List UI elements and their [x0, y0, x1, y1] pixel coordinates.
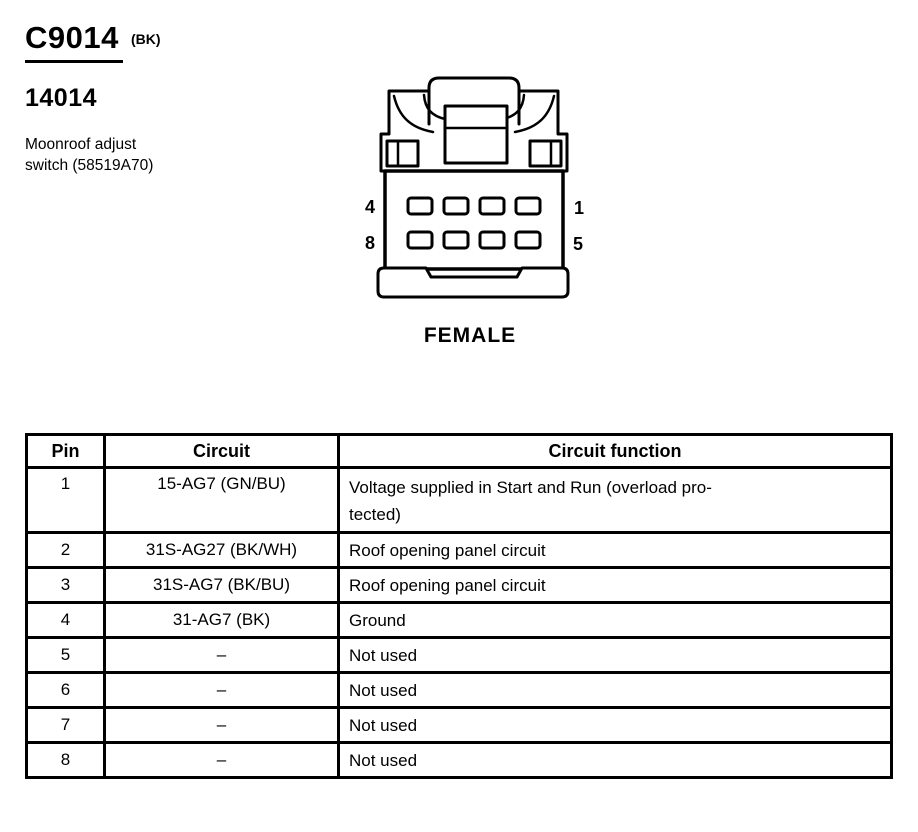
function-cell: Not used — [337, 706, 893, 744]
table-row: 3 31S-AG7 (BK/BU) Roof opening panel cir… — [25, 566, 893, 604]
table-row: 4 31-AG7 (BK) Ground — [25, 601, 893, 639]
connector-wing-line — [422, 93, 447, 121]
pin-slots — [406, 196, 542, 250]
pin-label-8: 8 — [365, 233, 375, 253]
table-row: 7 – Not used — [25, 706, 893, 744]
function-cell: Roof opening panel circuit — [337, 566, 893, 604]
pin-cell: 1 — [25, 466, 106, 534]
pin-cell: 2 — [25, 531, 106, 569]
header-circuit-function: Circuit function — [337, 433, 893, 469]
connector-gender-label: FEMALE — [423, 324, 517, 347]
circuit-cell: – — [103, 706, 340, 744]
pin-label-4: 4 — [365, 197, 375, 217]
connector-diagram: 4 1 8 5 — [365, 76, 584, 299]
header-pin: Pin — [25, 433, 106, 469]
circuit-cell: 15-AG7 (GN/BU) — [103, 466, 340, 534]
connector-side-window — [528, 139, 563, 168]
table-row: 6 – Not used — [25, 671, 893, 709]
function-cell: Not used — [337, 636, 893, 674]
connector-description: Moonroof adjust switch (58519A70) — [25, 136, 154, 174]
function-cell: Ground — [337, 601, 893, 639]
pin-table: Pin Circuit Circuit function 1 15-AG7 (G… — [25, 433, 893, 779]
table-row: 1 15-AG7 (GN/BU) Voltage supplied in Sta… — [25, 466, 893, 534]
circuit-cell: 31S-AG7 (BK/BU) — [103, 566, 340, 604]
pin-cell: 3 — [25, 566, 106, 604]
connector-id-title: C9014 — [25, 20, 123, 63]
table-header-row: Pin Circuit Circuit function — [25, 433, 893, 469]
header-circuit: Circuit — [103, 433, 340, 469]
circuit-cell: – — [103, 741, 340, 779]
connector-wing-line — [513, 94, 556, 134]
pin-cell: 8 — [25, 741, 106, 779]
table-row: 2 31S-AG27 (BK/WH) Roof opening panel ci… — [25, 531, 893, 569]
connector-latch-window — [443, 104, 509, 165]
pin-label-5: 5 — [573, 234, 583, 254]
connector-base — [376, 266, 570, 299]
function-cell: Not used — [337, 671, 893, 709]
pin-cell: 4 — [25, 601, 106, 639]
circuit-cell: 31S-AG27 (BK/WH) — [103, 531, 340, 569]
pin-cell: 6 — [25, 671, 106, 709]
function-cell: Not used — [337, 741, 893, 779]
connector-body — [383, 169, 565, 271]
connector-color-code: (BK) — [131, 31, 161, 47]
circuit-cell: – — [103, 671, 340, 709]
part-number: 14014 — [25, 84, 98, 112]
circuit-cell: – — [103, 636, 340, 674]
pin-cell: 7 — [25, 706, 106, 744]
connector-wing-line — [392, 94, 435, 134]
table-row: 5 – Not used — [25, 636, 893, 674]
function-cell: Roof opening panel circuit — [337, 531, 893, 569]
connector-side-window — [385, 139, 420, 168]
circuit-cell: 31-AG7 (BK) — [103, 601, 340, 639]
table-row: 8 – Not used — [25, 741, 893, 779]
function-cell: Voltage supplied in Start and Run (overl… — [337, 466, 893, 534]
pin-label-1: 1 — [574, 198, 584, 218]
pin-cell: 5 — [25, 636, 106, 674]
